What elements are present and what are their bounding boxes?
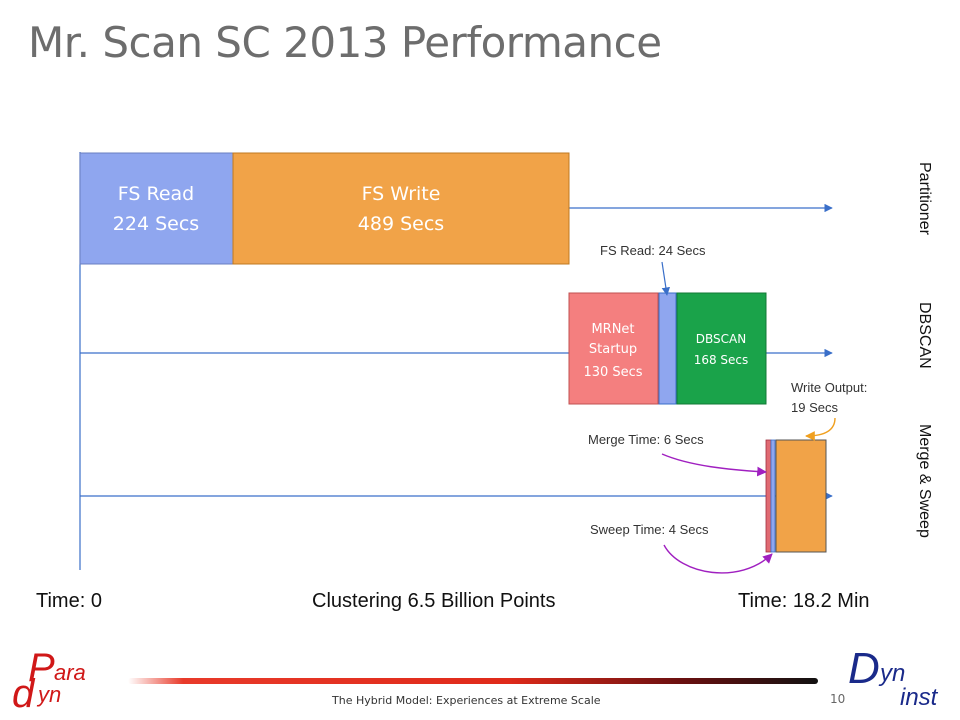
fs-write-block	[232, 152, 570, 265]
fs-read-24-pointer	[661, 261, 671, 296]
dbscan-duration: 168 Secs	[694, 353, 749, 367]
time-end-label: Time: 18.2 Min	[738, 590, 870, 612]
sweep-time-pointer	[663, 544, 773, 574]
footer-divider	[128, 678, 818, 684]
fs-read-block	[79, 152, 234, 265]
page-title: Mr. Scan SC 2013 Performance	[28, 18, 662, 67]
paradyn-logo-yn: yn	[38, 682, 62, 707]
row-label-partitioner: Partitioner	[916, 162, 933, 236]
page-number: 10	[830, 692, 846, 706]
fs-read-24-note: FS Read: 24 Secs	[600, 243, 706, 258]
paradyn-logo-d: d	[12, 672, 35, 716]
paradyn-logo: P ara d yn	[8, 646, 118, 716]
dyninst-logo-inst: inst	[900, 684, 938, 711]
sweep-time-note: Sweep Time: 4 Secs	[590, 522, 709, 537]
dyninst-logo: D yn inst	[842, 644, 954, 716]
sweep-block	[770, 439, 776, 553]
fs-read-24-block	[658, 292, 677, 405]
dyninst-logo-yn: yn	[880, 660, 906, 687]
time-start-label: Time: 0	[36, 590, 102, 612]
mrnet-line1: MRNet	[591, 322, 634, 337]
dbscan-block	[676, 292, 767, 405]
write-output-note-line2: 19 Secs	[791, 400, 838, 415]
fs-write-duration: 489 Secs	[358, 213, 444, 235]
dyninst-logo-d: D	[848, 644, 880, 693]
merge-time-note: Merge Time: 6 Secs	[588, 432, 704, 447]
mrnet-line2: Startup	[589, 342, 637, 357]
write-output-pointer	[805, 417, 836, 441]
fs-read-name: FS Read	[118, 183, 194, 205]
write-output-note-line1: Write Output:	[791, 380, 867, 395]
clustering-caption: Clustering 6.5 Billion Points	[312, 590, 556, 612]
row-label-dbscan: DBSCAN	[916, 302, 933, 369]
row-label-merge-sweep: Merge & Sweep	[916, 424, 933, 538]
merge-time-pointer	[661, 453, 767, 477]
fs-read-duration: 224 Secs	[113, 213, 199, 235]
merge-block	[765, 439, 772, 553]
paradyn-logo-ara: ara	[54, 660, 86, 685]
mrnet-line3: 130 Secs	[583, 365, 642, 380]
paradyn-logo-p: P	[28, 646, 55, 690]
dbscan-name: DBSCAN	[696, 332, 746, 346]
footer-title: The Hybrid Model: Experiences at Extreme…	[332, 694, 601, 707]
mrnet-startup-block	[568, 292, 659, 405]
fs-write-name: FS Write	[362, 183, 441, 205]
write-output-block	[775, 439, 827, 553]
